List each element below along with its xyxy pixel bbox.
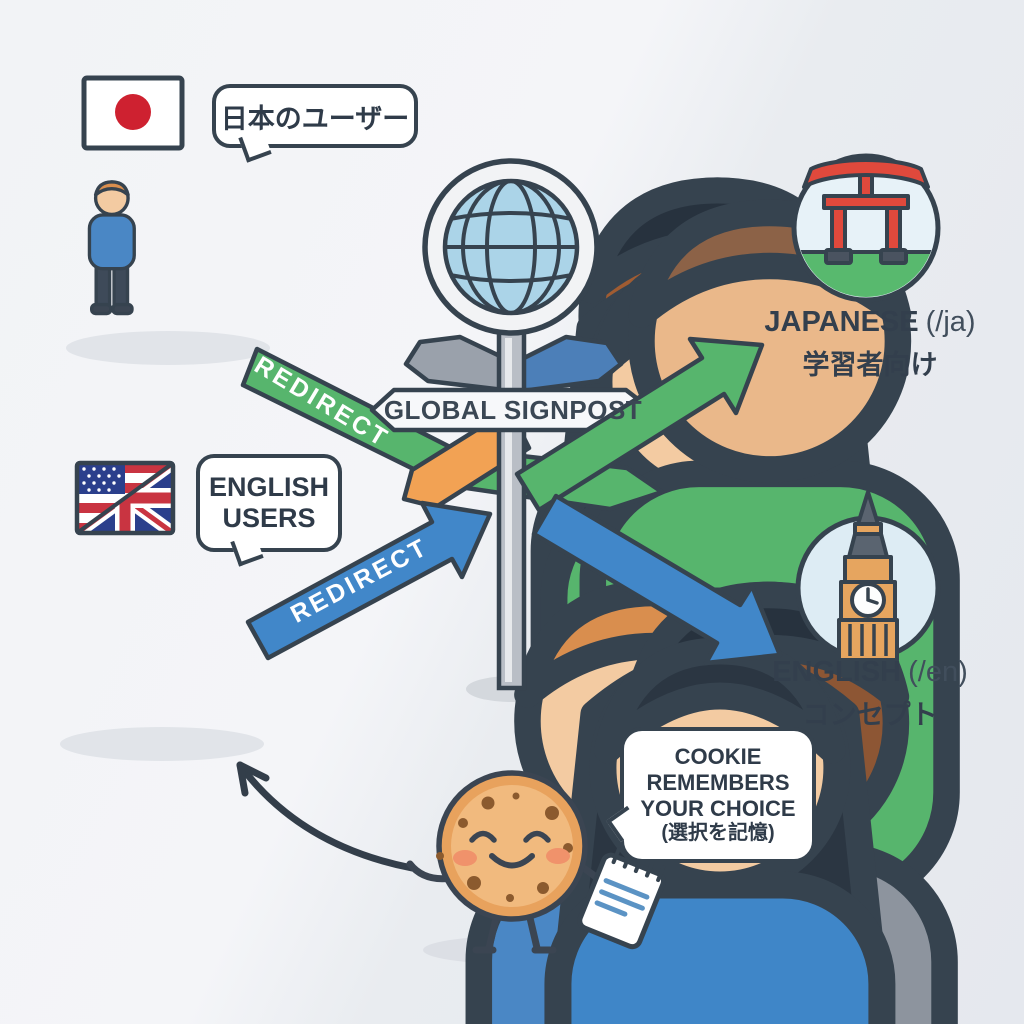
cookie-face <box>453 830 570 869</box>
sign-arm-gray <box>403 334 507 393</box>
cookie-bubble-line2: REMEMBERS <box>646 770 790 796</box>
curved-memory-arrow-icon <box>236 761 416 872</box>
english-users-bubble: ENGLISH USERS <box>196 454 342 567</box>
blue-arrow-to-english <box>531 493 783 666</box>
english-destination-path: (/en) <box>908 656 968 688</box>
japanese-destination-path: (/ja) <box>925 306 976 338</box>
cookie-bubble-line4: (選択を記憶) <box>661 822 775 845</box>
cookie-bubble: COOKIE REMEMBERS YOUR CHOICE (選択を記憶) <box>605 727 816 863</box>
global-signpost-label: GLOBAL SIGNPOST <box>383 395 643 425</box>
signpost-pole <box>496 327 527 691</box>
notepad-icon <box>577 847 666 950</box>
green-arrow-to-japanese <box>514 336 765 513</box>
japanese-destination-title: JAPANESE(/ja) <box>742 306 998 339</box>
english-users-bubble-line2: USERS <box>222 503 316 533</box>
japan-users-bubble: 日本のユーザー <box>212 84 418 163</box>
chocolate-chips <box>436 792 573 902</box>
cookie-bubble-line1: COOKIE <box>674 744 762 770</box>
english-destination-title: ENGLISH(/en) <box>742 656 998 689</box>
japanese-destination-label: JAPANESE(/ja) 学習者向け <box>742 306 998 382</box>
big-ben-icon <box>795 490 941 662</box>
japanese-destination-subtitle: 学習者向け <box>802 350 938 380</box>
blue-redirect-arrow <box>245 500 493 661</box>
us-uk-flag-icon <box>74 460 176 536</box>
japan-users-bubble-text: 日本のユーザー <box>220 103 410 134</box>
english-users-bubble-line1: ENGLISH <box>208 471 329 502</box>
japan-flag-icon <box>81 75 185 151</box>
globe-icon <box>422 158 600 336</box>
english-destination-name: ENGLISH <box>772 656 902 688</box>
cookie-character <box>406 770 614 954</box>
person <box>87 180 136 316</box>
cookie-bubble-line3: YOUR CHOICE <box>640 796 796 822</box>
english-destination-subtitle: コンセプト <box>802 700 938 730</box>
torii-gate-icon <box>791 153 941 303</box>
japanese-destination-name: JAPANESE <box>764 306 919 338</box>
english-destination-label: ENGLISH(/en) コンセプト <box>742 656 998 732</box>
